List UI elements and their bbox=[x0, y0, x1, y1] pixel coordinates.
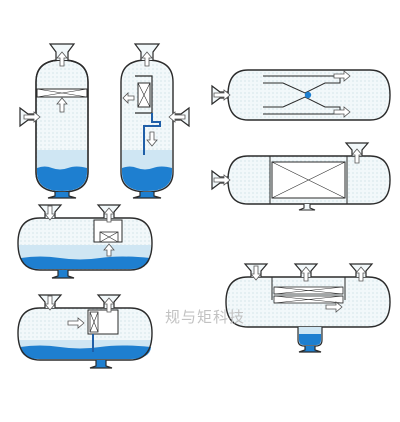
vane-box-frame bbox=[135, 75, 153, 114]
arrow-left-mid bbox=[122, 92, 135, 104]
arrow-up-low bbox=[103, 243, 115, 257]
drain-nozzle bbox=[298, 204, 316, 211]
arrow-up-outlet bbox=[141, 51, 153, 67]
horizontal-separator-boot-coalescer bbox=[225, 263, 391, 353]
vertical-separator-vane-pack-downcomer bbox=[120, 43, 190, 199]
arrow-right-mid bbox=[67, 317, 85, 329]
arrow-down-inlet-1 bbox=[250, 265, 262, 281]
liquid-outlet-nozzle bbox=[89, 360, 113, 369]
liquid-outlet-nozzle bbox=[51, 270, 75, 279]
arrow-up-outlet bbox=[103, 297, 115, 313]
boot-outlet-nozzle bbox=[298, 346, 322, 353]
arrow-right-top bbox=[333, 70, 351, 82]
arrow-down-low bbox=[146, 131, 158, 147]
liquid-dark bbox=[37, 166, 87, 191]
arrow-up-mid bbox=[56, 97, 68, 113]
arrow-up-outlet bbox=[355, 266, 367, 282]
downcomer-pipe bbox=[143, 113, 161, 155]
arrow-right-low bbox=[325, 301, 343, 313]
horizontal-filter-separator bbox=[211, 142, 391, 211]
boot-liquid bbox=[299, 334, 321, 345]
arrow-down-inlet bbox=[44, 205, 56, 221]
vertical-separator-mesh-pad bbox=[19, 43, 89, 199]
liquid-dark bbox=[20, 345, 151, 359]
horizontal-separator-weir-boot bbox=[17, 204, 153, 279]
arrow-up-mid bbox=[300, 266, 312, 282]
arrow-down-inlet bbox=[44, 295, 56, 311]
liquid-outlet-nozzle bbox=[132, 192, 162, 199]
arrow-inlet bbox=[213, 174, 231, 186]
arrow-up-outlet bbox=[56, 51, 68, 67]
arrow-up-outlet bbox=[103, 207, 115, 223]
arrow-inlet bbox=[23, 111, 41, 123]
horizontal-gas-scrubber-vane-baffle bbox=[211, 69, 391, 121]
liquid-dark bbox=[122, 166, 172, 191]
coalescer-dot bbox=[304, 91, 312, 99]
arrow-up-outlet bbox=[351, 148, 363, 164]
horizontal-separator-vane-pack-downcomer bbox=[17, 294, 153, 369]
liquid-dark bbox=[21, 256, 150, 269]
arrow-inlet-left bbox=[168, 111, 186, 123]
arrow-right-bottom bbox=[333, 106, 351, 118]
watermark-text: 规与矩科技 bbox=[165, 308, 246, 326]
arrow-inlet bbox=[213, 89, 231, 101]
liquid-outlet-nozzle bbox=[47, 192, 77, 199]
